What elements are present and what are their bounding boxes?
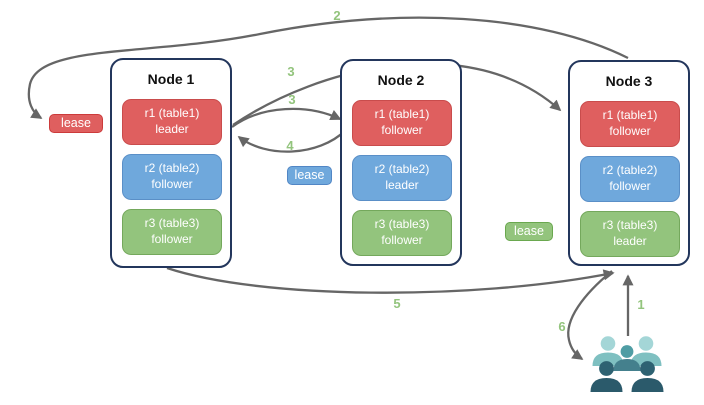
replica-r3-table3-follower: r3 (table3) follower bbox=[352, 210, 452, 256]
replica-r2-table2-leader: r2 (table2) leader bbox=[352, 155, 452, 201]
step-label-4: 4 bbox=[286, 138, 294, 153]
node-title: Node 2 bbox=[377, 72, 425, 88]
replica-r2-table2-follower: r2 (table2) follower bbox=[580, 156, 680, 202]
replica-name: r1 (table1) bbox=[144, 106, 200, 121]
replica-name: r1 (table1) bbox=[602, 108, 658, 123]
node-2: Node 2 r1 (table1) follower r2 (table2) … bbox=[340, 59, 462, 266]
replica-name: r2 (table2) bbox=[602, 163, 658, 178]
step-label-3b: 3 bbox=[288, 92, 296, 107]
replica-role: leader bbox=[155, 122, 189, 136]
lease-badge-table3: lease bbox=[505, 222, 553, 241]
node-title: Node 3 bbox=[605, 73, 653, 89]
replica-name: r1 (table1) bbox=[374, 107, 430, 122]
lease-badge-table1: lease bbox=[49, 114, 103, 133]
replica-r1-table1-leader: r1 (table1) leader bbox=[122, 99, 222, 145]
replica-r1-table1-follower: r1 (table1) follower bbox=[352, 100, 452, 146]
replica-role: follower bbox=[151, 232, 193, 246]
replica-role: leader bbox=[385, 178, 419, 192]
arrow-3-leader-to-node2 bbox=[231, 107, 342, 128]
replica-r2-table2-follower: r2 (table2) follower bbox=[122, 154, 222, 200]
replica-role: follower bbox=[151, 177, 193, 191]
replica-name: r2 (table2) bbox=[144, 161, 200, 176]
users-icon bbox=[590, 336, 664, 392]
step-label-6: 6 bbox=[558, 319, 566, 334]
step-label-2: 2 bbox=[333, 8, 341, 23]
replica-role: follower bbox=[609, 179, 651, 193]
lease-badge-table2: lease bbox=[287, 166, 332, 185]
replica-name: r3 (table3) bbox=[602, 218, 658, 233]
replica-name: r2 (table2) bbox=[374, 162, 430, 177]
replica-role: leader bbox=[613, 234, 647, 248]
replica-r1-table1-follower: r1 (table1) follower bbox=[580, 101, 680, 147]
replica-name: r3 (table3) bbox=[374, 217, 430, 232]
replica-role: follower bbox=[381, 123, 423, 137]
replica-role: follower bbox=[609, 124, 651, 138]
node-3: Node 3 r1 (table1) follower r2 (table2) … bbox=[568, 60, 690, 266]
replica-role: follower bbox=[381, 233, 423, 247]
node-1: Node 1 r1 (table1) leader r2 (table2) fo… bbox=[110, 58, 232, 268]
arrow-6-node3-to-client bbox=[567, 270, 613, 360]
replica-r3-table3-leader: r3 (table3) leader bbox=[580, 211, 680, 257]
step-label-5: 5 bbox=[393, 296, 401, 311]
node-title: Node 1 bbox=[147, 71, 195, 87]
step-label-1: 1 bbox=[637, 297, 645, 312]
replica-r3-table3-follower: r3 (table3) follower bbox=[122, 209, 222, 255]
arrow-5-node1-to-node3 bbox=[166, 266, 615, 294]
step-label-3a: 3 bbox=[287, 64, 295, 79]
replica-name: r3 (table3) bbox=[144, 216, 200, 231]
